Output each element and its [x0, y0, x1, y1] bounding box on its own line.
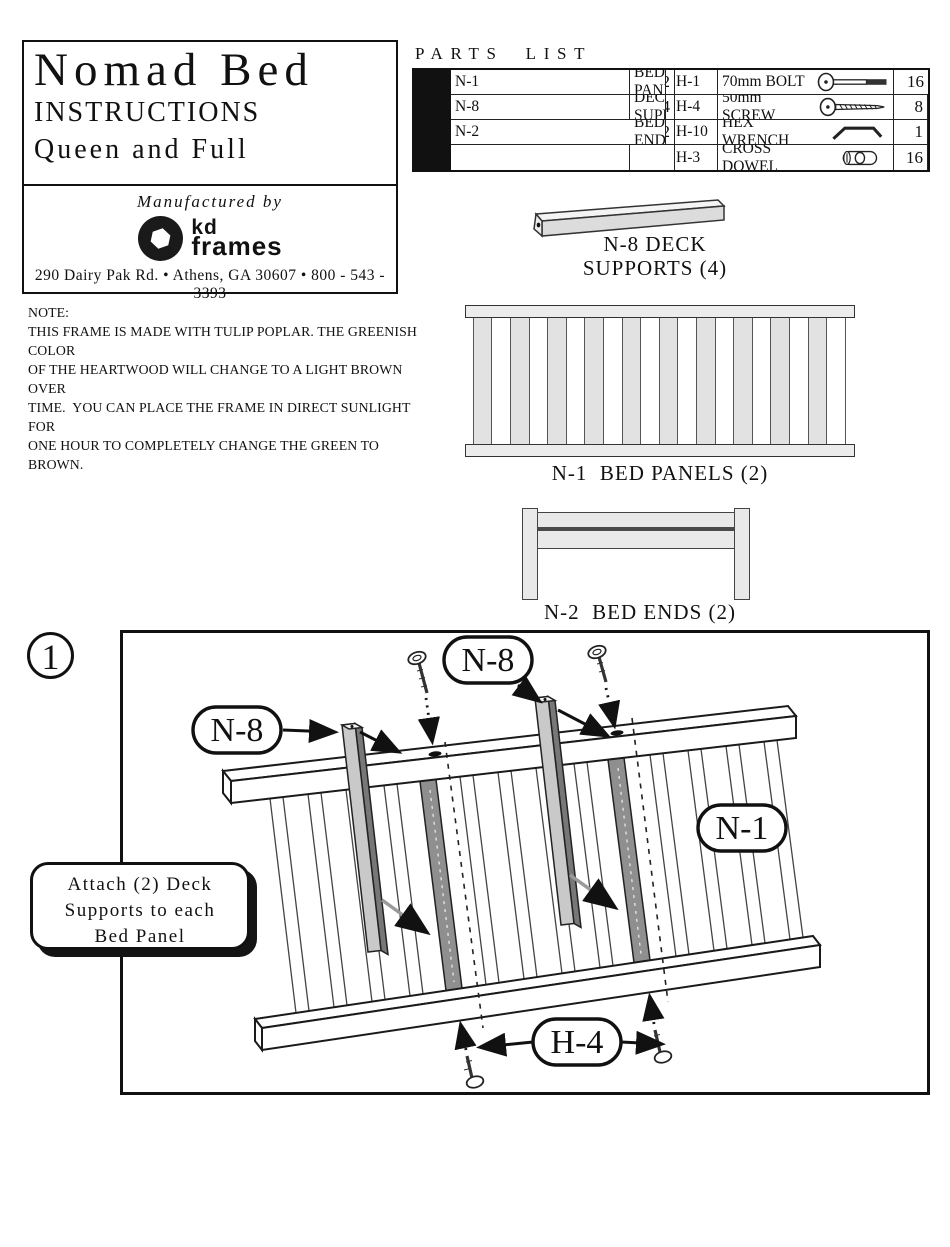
screw-top-left [407, 650, 440, 746]
cross-dowel-icon [842, 150, 877, 165]
part-qty: 1 [894, 120, 928, 145]
bed-panel-diagram [465, 305, 855, 457]
part-qty: 2 [666, 120, 675, 145]
label-bubble-n8-left: N-8 [191, 705, 283, 755]
part-name: CROSS DOWEL [722, 145, 778, 170]
label-bubble-h4: H-4 [531, 1017, 623, 1067]
part-name: 70mm BOLT [722, 73, 805, 90]
subtitle-instructions: INSTRUCTIONS [34, 97, 261, 129]
note-label: NOTE: [28, 305, 70, 320]
part-qty: 16 [894, 145, 928, 170]
label-bubble-n8-top: N-8 [442, 635, 534, 685]
part-name: BED ENDS [630, 120, 666, 145]
alignment-guide-line [444, 741, 484, 1029]
placement-arrow [557, 708, 612, 738]
motion-arrow [380, 898, 431, 936]
screw-hole [428, 751, 442, 757]
screw-bottom-right [642, 992, 673, 1064]
h4-arrow-left [476, 1032, 534, 1057]
title-box: Nomad Bed INSTRUCTIONS Queen and Full [22, 40, 398, 186]
bubble-label: N-1 [716, 810, 769, 847]
deck-support-caption: N-8 DECK SUPPORTS (4) [582, 232, 728, 280]
step-number: 1 [27, 632, 74, 679]
deck-support-diagram [533, 199, 726, 238]
bed-end-caption: N-2 BED ENDS (2) [544, 600, 736, 624]
part-code: H-1 [672, 70, 718, 95]
bubble-label: N-8 [462, 642, 515, 679]
part-code [451, 145, 630, 170]
panel-slats [472, 318, 846, 444]
bed-end-rail [535, 512, 737, 549]
logo-text-kd: kd [191, 216, 218, 240]
screw-hole [610, 730, 624, 736]
parts-list-table: N-1 BED PANELS 2 H-1 70mm BOLT 16 N-8 DE… [412, 68, 930, 172]
part-name: BED PANELS [630, 70, 666, 95]
kd-frames-logo-icon [138, 216, 184, 261]
page-title: Nomad Bed [34, 44, 314, 96]
part-qty: 16 [894, 70, 928, 95]
bed-end-diagram [520, 508, 752, 608]
note-text: THIS FRAME IS MADE WITH TULIP POPLAR. TH… [28, 324, 417, 472]
part-code: H-4 [672, 95, 718, 120]
part-code: H-10 [672, 120, 718, 145]
bed-panel-caption: N-1 BED PANELS (2) [551, 461, 769, 485]
part-name: HEX WRENCH [722, 120, 790, 145]
motion-arrow [568, 873, 619, 911]
subtitle-sizes: Queen and Full [34, 133, 249, 165]
part-code: N-1 [451, 70, 630, 95]
part-qty [666, 145, 675, 170]
kd-frames-logo: kd frames [24, 214, 396, 264]
panel-bottom-rail [465, 444, 855, 457]
part-name: DECK SUPPORTS [630, 95, 666, 120]
panel-bottom-rail-tilted [253, 934, 822, 1053]
part-code: N-2 [451, 120, 630, 145]
parts-list-title: PARTS LIST [415, 44, 593, 63]
placement-arrow [359, 729, 403, 754]
floating-deck-support [339, 722, 389, 956]
bubble-label: H-4 [551, 1024, 604, 1061]
bed-end-right-leg [734, 508, 750, 600]
label-bubble-n1: N-1 [696, 803, 788, 853]
part-name: 50mm SCREW [722, 95, 776, 120]
screw-bottom-left [454, 1020, 485, 1089]
part-qty: 8 [894, 95, 928, 120]
label-arrow [511, 676, 543, 704]
part-qty: 2 [666, 70, 675, 95]
part-name [630, 145, 666, 170]
hex-wrench-icon [832, 126, 883, 140]
bolt-icon [817, 72, 887, 92]
part-code: H-3 [672, 145, 718, 170]
manufacturer-box: Manufactured by kd frames 290 Dairy Pak … [22, 183, 398, 302]
manufacturer-address: 290 Dairy Pak Rd. • Athens, GA 30607 • 8… [34, 266, 386, 302]
panel-top-rail [465, 305, 855, 318]
mounted-deck-supports [419, 756, 651, 992]
floating-deck-support [532, 695, 582, 929]
part-code: N-8 [451, 95, 630, 120]
table-divider [414, 70, 451, 170]
step1-instruction-callout: Attach (2) Deck Supports to each Bed Pan… [30, 862, 250, 950]
h4-arrow-right [620, 1030, 666, 1055]
manufactured-by-label: Manufactured by [137, 191, 283, 211]
bed-end-left-leg [522, 508, 538, 600]
step1-assembly-diagram: N-8 N-8 N-1 H-4 [191, 635, 822, 1089]
label-arrow [282, 719, 339, 744]
alignment-guide-line [631, 717, 669, 1003]
bubble-label: N-8 [211, 712, 264, 749]
logo-text-frames: frames [191, 231, 283, 262]
screw-icon [819, 97, 885, 117]
part-qty: 4 [666, 95, 675, 120]
screw-top-right [587, 644, 621, 730]
note-block: NOTE: THIS FRAME IS MADE WITH TULIP POPL… [28, 303, 420, 474]
